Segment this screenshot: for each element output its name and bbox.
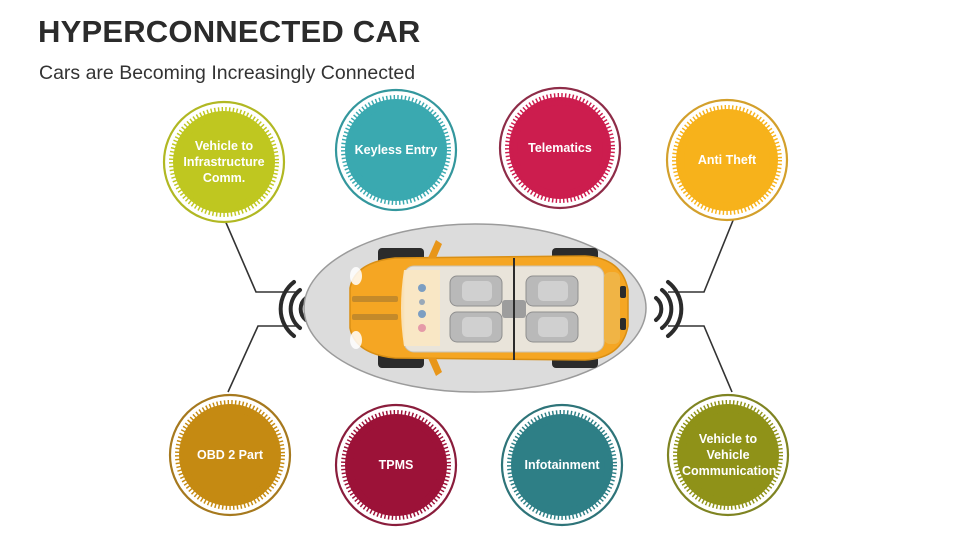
slide-title: HYPERCONNECTED CAR	[38, 14, 421, 49]
node-label-telematics: Telematics	[528, 141, 592, 155]
signal-waves-left	[278, 280, 308, 338]
signal-waves-right	[654, 280, 684, 338]
connector-v2v	[668, 325, 733, 393]
node-label-infotainment: Infotainment	[524, 458, 600, 472]
node-telematics: Telematics	[517, 105, 603, 191]
node-obd: OBD 2 Part	[187, 412, 273, 498]
connector-obd	[227, 325, 296, 393]
node-label-keyless: Keyless Entry	[354, 143, 438, 157]
car-top-view	[349, 240, 629, 376]
node-v2i: Vehicle to Infrastructure Comm.	[181, 119, 267, 205]
node-label-tpms: TPMS	[378, 458, 414, 472]
node-label-obd: OBD 2 Part	[197, 448, 263, 462]
slide-subtitle: Cars are Becoming Increasingly Connected	[39, 62, 416, 84]
node-keyless: Keyless Entry	[353, 107, 439, 193]
node-antitheft: Anti Theft	[684, 117, 770, 203]
node-tpms: TPMS	[353, 422, 439, 508]
node-label-v2v: Vehicle to Vehicle Communication	[682, 432, 777, 478]
connector-v2i	[223, 217, 296, 293]
node-infotainment: Infotainment	[519, 422, 605, 508]
node-label-antitheft: Anti Theft	[697, 153, 757, 167]
connector-antitheft	[668, 217, 735, 293]
node-label-v2i: Vehicle to Infrastructure Comm.	[183, 139, 265, 185]
node-v2v: Vehicle to Vehicle Communication	[682, 412, 777, 498]
